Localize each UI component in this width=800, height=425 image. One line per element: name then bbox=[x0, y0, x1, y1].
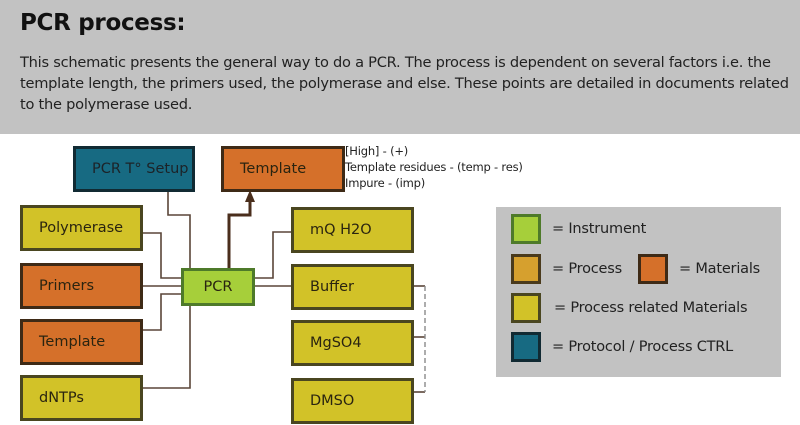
page-title: PCR process: bbox=[20, 10, 186, 36]
node-label: Template bbox=[39, 334, 106, 350]
node-template-input: Template bbox=[20, 319, 143, 365]
note-line: [High] - (+) bbox=[345, 144, 409, 158]
node-label: Primers bbox=[39, 278, 95, 294]
node-label: Polymerase bbox=[39, 220, 124, 236]
legend-label-protocol: = Protocol / Process CTRL bbox=[552, 339, 734, 355]
node-label: PCR T° Setup bbox=[92, 161, 189, 177]
legend-swatch-process-related bbox=[511, 293, 541, 323]
legend-label-process-related: = Process related Materials bbox=[554, 300, 748, 316]
node-label: Buffer bbox=[310, 279, 355, 295]
node-mgso4: MgSO4 bbox=[291, 320, 414, 366]
legend-label-instrument: = Instrument bbox=[552, 221, 647, 237]
legend-swatch-materials bbox=[638, 254, 668, 284]
note-line: Template residues - (temp - res) bbox=[345, 160, 523, 174]
connector-setup-pcr bbox=[167, 192, 191, 272]
node-pcr-instrument: PCR bbox=[181, 268, 255, 306]
connector-template-pcr bbox=[143, 293, 182, 331]
arrowhead-icon bbox=[245, 190, 255, 202]
connector-dntps-pcr bbox=[143, 303, 191, 389]
node-primers: Primers bbox=[20, 263, 143, 309]
node-label: mQ H2O bbox=[310, 222, 372, 238]
connector-polymerase-pcr bbox=[143, 232, 182, 279]
note-line: Impure - (imp) bbox=[345, 176, 426, 190]
legend-label-process: = Process bbox=[552, 261, 622, 277]
node-polymerase: Polymerase bbox=[20, 205, 143, 251]
node-buffer: Buffer bbox=[291, 264, 414, 310]
legend-swatch-protocol bbox=[511, 332, 541, 362]
header-panel: PCR process: This schematic presents the… bbox=[0, 0, 800, 134]
legend-swatch-instrument bbox=[511, 214, 541, 244]
description-text: This schematic presents the general way … bbox=[20, 54, 789, 113]
connector-mqh2o-pcr bbox=[254, 231, 291, 279]
legend-label-materials: = Materials bbox=[679, 261, 761, 277]
node-dmso: DMSO bbox=[291, 378, 414, 424]
legend-panel: = Instrument = Process = Materials = Pro… bbox=[496, 207, 781, 377]
node-dntps: dNTPs bbox=[20, 375, 143, 421]
node-label: MgSO4 bbox=[310, 335, 362, 351]
node-label: PCR bbox=[203, 279, 233, 295]
legend-swatch-process bbox=[511, 254, 541, 284]
template-notes: [High] - (+) Template residues - (temp -… bbox=[345, 143, 523, 191]
node-mq-h2o: mQ H2O bbox=[291, 207, 414, 253]
node-pcr-setup: PCR T° Setup bbox=[73, 146, 195, 192]
node-label: Template bbox=[240, 161, 307, 177]
node-template-output: Template bbox=[221, 146, 345, 192]
node-label: dNTPs bbox=[39, 390, 84, 406]
connector-pcr-output bbox=[227, 200, 252, 272]
node-label: DMSO bbox=[310, 393, 355, 409]
